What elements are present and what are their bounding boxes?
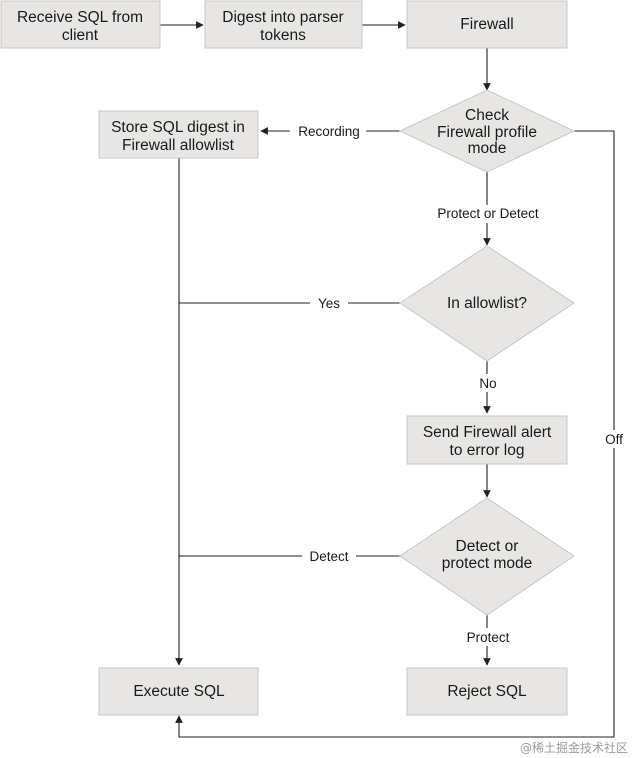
- label-detect: Detect: [309, 549, 348, 564]
- node-store-digest-line2: Firewall allowlist: [122, 137, 235, 154]
- node-detect-protect-line2: protect mode: [442, 555, 532, 572]
- node-check-mode-line2: Firewall profile: [437, 124, 537, 141]
- edge-off: [175, 130, 615, 738]
- node-store-digest: Store SQL digest in Firewall allowlist: [98, 110, 259, 159]
- node-digest-line2: tokens: [260, 27, 306, 44]
- node-send-alert: Send Firewall alert to error log: [406, 415, 568, 465]
- node-receive-line2: client: [62, 27, 99, 44]
- label-recording: Recording: [298, 124, 360, 139]
- node-check-mode: Check Firewall profile mode: [398, 89, 576, 173]
- edge-labels: Recording Protect or Detect Off Yes No D…: [290, 122, 627, 646]
- node-execute-line1: Execute SQL: [133, 683, 225, 700]
- label-no: No: [479, 376, 496, 391]
- node-digest: Digest into parser tokens: [204, 0, 363, 49]
- node-in-allowlist: In allowlist?: [399, 245, 575, 362]
- node-detect-protect-line1: Detect or: [456, 538, 519, 555]
- label-protect-or-detect: Protect or Detect: [437, 206, 539, 221]
- node-receive: Receive SQL from client: [0, 0, 161, 49]
- node-firewall: Firewall: [406, 0, 568, 49]
- node-check-mode-line3: mode: [468, 140, 507, 157]
- node-in-allowlist-line1: In allowlist?: [447, 295, 527, 312]
- node-detect-protect: Detect or protect mode: [399, 497, 575, 616]
- node-receive-line1: Receive SQL from: [17, 9, 143, 26]
- node-send-alert-line2: to error log: [450, 442, 525, 459]
- node-reject: Reject SQL: [406, 667, 568, 716]
- watermark-text: @稀土掘金技术社区: [520, 740, 628, 755]
- label-protect: Protect: [467, 630, 510, 645]
- label-off: Off: [605, 432, 623, 447]
- label-yes: Yes: [318, 296, 340, 311]
- node-check-mode-line1: Check: [465, 107, 509, 124]
- node-store-digest-line1: Store SQL digest in: [111, 119, 245, 136]
- node-execute: Execute SQL: [98, 667, 259, 716]
- node-reject-line1: Reject SQL: [447, 683, 527, 700]
- node-firewall-line1: Firewall: [460, 16, 513, 33]
- node-digest-line1: Digest into parser: [222, 9, 343, 26]
- node-send-alert-line1: Send Firewall alert: [423, 424, 552, 441]
